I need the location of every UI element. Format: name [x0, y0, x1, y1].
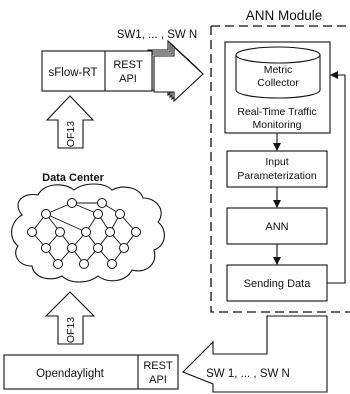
- feedback-loop-arrow: [327, 71, 346, 284]
- input-param-line1: Input: [265, 156, 288, 168]
- network-node: [81, 227, 91, 237]
- network-node: [79, 259, 89, 269]
- opendaylight-label: Opendaylight: [36, 368, 105, 380]
- network-node: [27, 227, 37, 237]
- ann-module-boundary: [210, 25, 350, 313]
- input-parameterization-box: [226, 150, 328, 188]
- network-node: [93, 209, 103, 219]
- network-nodes: [27, 198, 141, 269]
- sflow-api-label: API: [119, 73, 137, 85]
- network-node: [131, 227, 141, 237]
- sflow-rt-label: sFlow-RT: [49, 67, 98, 79]
- network-node: [53, 259, 63, 269]
- data-center-label: Data Center: [42, 172, 104, 184]
- network-node: [41, 209, 51, 219]
- network-node: [67, 243, 77, 253]
- odl-rest-label: REST: [143, 360, 173, 372]
- network-node: [67, 198, 77, 208]
- monitoring-line1: Real-Time Traffic: [237, 106, 316, 118]
- of13-lower-arrow: [44, 291, 96, 345]
- network-node: [97, 198, 107, 208]
- of13-upper-label: OF13: [65, 121, 77, 147]
- network-node: [55, 227, 65, 237]
- switch-label-bottom: SW 1, ... , SW N: [206, 368, 290, 380]
- network-node: [119, 243, 129, 253]
- ann-module-title: ANN Module: [246, 8, 323, 23]
- ann-box-label: ANN: [265, 221, 288, 233]
- input-param-line2: Parameterization: [237, 170, 317, 182]
- of13-lower-label: OF13: [65, 317, 77, 343]
- switch-data-arrow-left: [182, 315, 328, 393]
- ann-box: [226, 207, 328, 245]
- sflow-rest-label: REST: [113, 59, 143, 71]
- metric-collector-line1: Metric: [264, 64, 293, 76]
- network-node: [105, 227, 115, 237]
- switch-label-top: SW1, ... , SW N: [117, 29, 198, 41]
- network-node: [41, 243, 51, 253]
- switch-stack-arrows: [147, 39, 204, 103]
- network-node: [115, 209, 125, 219]
- sending-data-box: [226, 264, 328, 302]
- sending-data-label: Sending Data: [244, 278, 312, 290]
- metric-collector-line2: Collector: [257, 77, 299, 89]
- monitoring-line2: Monitoring: [252, 119, 301, 131]
- odl-api-label: API: [149, 374, 167, 386]
- metric-collector-cylinder: [235, 46, 321, 99]
- network-node: [107, 259, 117, 269]
- opendaylight-box: [3, 354, 179, 390]
- network-node: [93, 243, 103, 253]
- of13-upper-arrow: [45, 95, 95, 149]
- sflow-rt-box: [41, 50, 153, 92]
